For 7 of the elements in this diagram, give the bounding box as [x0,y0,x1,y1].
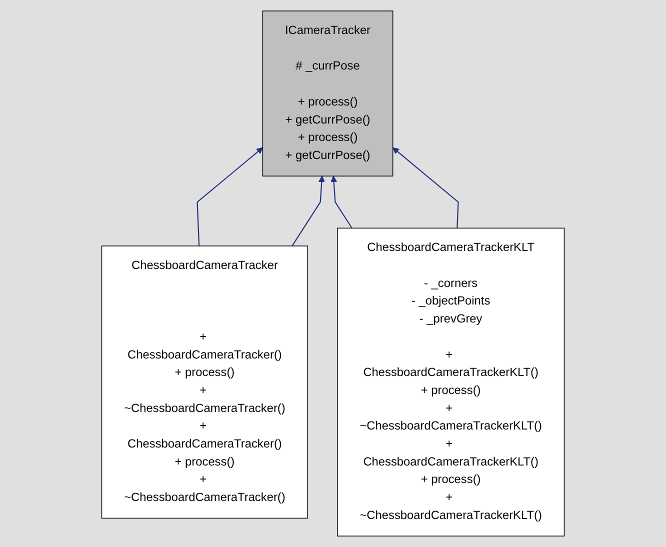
arrow [392,147,459,228]
arrow [196,147,263,246]
node-box: ChessboardCameraTracker + ChessboardCameraTracker() + process() + ~ChessboardCameraTracker() + ChessboardCameraTracker() + process() + ~ChessboardCameraTracker() [101,246,308,519]
node-box: ICameraTracker # _currPose + process() + getCurrPose() + process() + getCurrPose() [262,10,394,176]
arrow [292,176,325,246]
node-box: ChessboardCameraTrackerKLT - _corners - _objectPoints - _prevGrey + ChessboardCameraTrackerKLT() + process() + ~ChessboardCameraTrackerKLT() + ChessboardCameraTrackerKLT() + process() + ~ChessboardCameraTrackerKLT() [337,228,565,536]
arrow [330,176,352,228]
